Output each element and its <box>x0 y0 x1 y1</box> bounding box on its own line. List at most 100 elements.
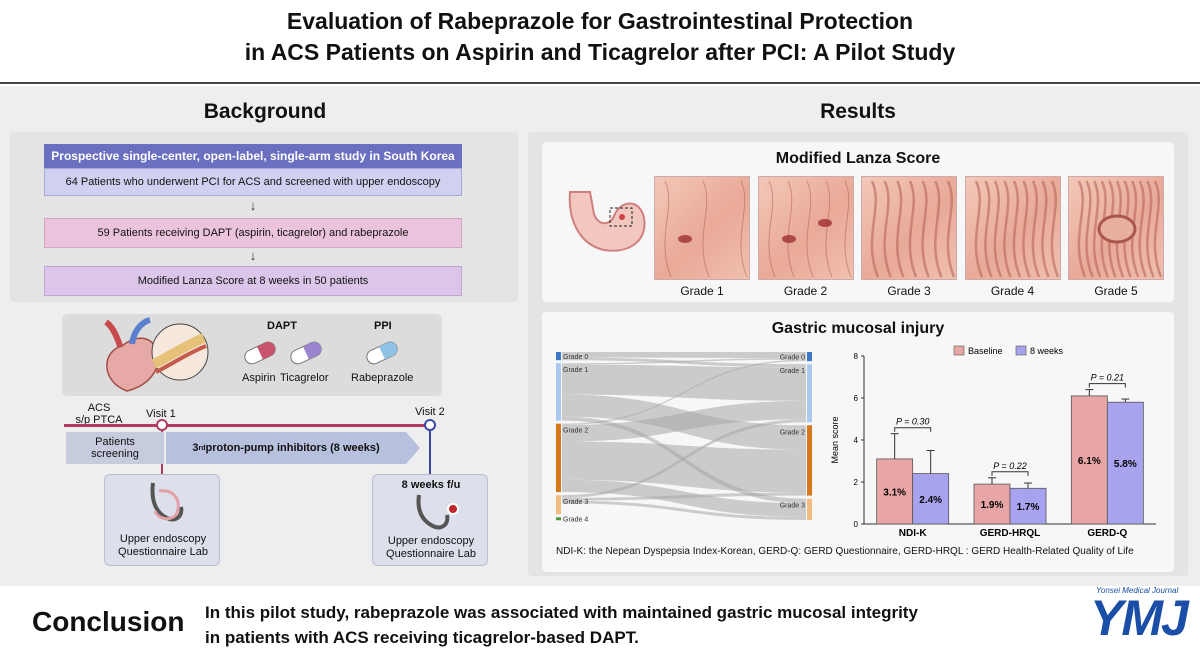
bar <box>876 458 914 525</box>
title-line-2: in ACS Patients on Aspirin and Ticagrelo… <box>244 39 956 65</box>
journal-name: Yonsei Medical Journal <box>1096 586 1179 595</box>
timeline-axis <box>64 424 430 427</box>
sankey-flow <box>562 357 806 368</box>
legend-swatch <box>953 345 965 356</box>
mucosal-fold <box>974 180 983 278</box>
mucosal-fold <box>921 180 930 278</box>
bar <box>912 473 950 525</box>
bar-data-label: 2.4% <box>919 495 942 506</box>
mucosal-fold <box>1002 180 1012 278</box>
mucosal-fold <box>1040 180 1050 278</box>
bar-data-label: 1.9% <box>981 500 1004 511</box>
injury-card: Gastric mucosal injury Grade 0 Grade 1 Gra… <box>542 312 1174 572</box>
sankey-left-label: Grade 1 <box>563 367 588 374</box>
conclusion-heading: Conclusion <box>32 606 185 637</box>
significance-bracket <box>991 471 1029 476</box>
study-flow-panel: Prospective single-center, open-label, s… <box>10 132 518 302</box>
ppi-phase-arrowhead <box>406 432 420 464</box>
mucosal-fold <box>664 180 672 278</box>
sankey-left-node <box>556 517 561 521</box>
y-tick-label: 0 <box>854 520 859 529</box>
results-heading: Results <box>820 100 896 123</box>
lanza-title: Modified Lanza Score <box>775 150 941 167</box>
category-label: NDI-K <box>899 528 928 538</box>
enrollment-box: 64 Patients who underwent PCI for ACS an… <box>44 168 462 196</box>
sankey-flow <box>562 359 806 426</box>
mucosal-fold <box>1050 180 1059 278</box>
followup-label: 8 weeks f/u <box>401 479 461 491</box>
lanza-grade-label: Grade 5 <box>1094 284 1138 298</box>
sankey-right-node <box>807 425 812 496</box>
sankey-right-label: Grade 1 <box>780 368 805 375</box>
abbreviation-note: NDI-K: the Nepean Dyspepsia Index-Korean… <box>556 546 1134 557</box>
visit2-drop <box>429 430 431 474</box>
sankey-left-label: Grade 2 <box>563 428 588 435</box>
mucosal-fold <box>908 180 918 278</box>
bar <box>1009 487 1047 525</box>
sankey-right-label: Grade 0 <box>780 355 805 362</box>
lanza-grade-image-1 <box>654 176 750 280</box>
mucosal-fold <box>843 180 851 278</box>
stomach-endoscope-lesion-icon <box>416 494 459 530</box>
erosion-spot <box>781 235 796 243</box>
mucosal-fold <box>1031 180 1040 278</box>
bar <box>1106 401 1144 525</box>
bar <box>973 483 1011 525</box>
aspirin-label: Aspirin <box>242 372 276 384</box>
mucosal-fold <box>1012 180 1021 278</box>
sankey-left-node <box>556 495 561 515</box>
mucosal-fold <box>934 180 943 278</box>
visit2-label: Visit 2 <box>415 406 445 418</box>
sankey-right-label: Grade 3 <box>780 503 805 510</box>
sankey-flow <box>562 419 806 498</box>
stomach-illustration <box>568 191 646 252</box>
lanza-grade-label: Grade 1 <box>680 284 724 298</box>
flow-arrow-1: ↓ <box>249 198 257 213</box>
y-tick-label: 6 <box>854 394 859 403</box>
mucosal-fold <box>1021 180 1031 278</box>
sankey-flow <box>562 352 806 359</box>
mucosal-fold <box>1146 180 1155 278</box>
sankey-right-node <box>807 364 812 423</box>
mucosa-texture <box>870 180 956 278</box>
mucosa-texture <box>974 180 1059 278</box>
heart-artery-illustration <box>104 317 209 392</box>
mucosal-fold <box>1153 180 1163 278</box>
sankey-left-label: Grade 4 <box>563 517 588 524</box>
y-tick-label: 8 <box>854 352 859 361</box>
sankey-left-node <box>556 352 561 361</box>
bar-data-label: 5.8% <box>1114 459 1137 470</box>
mucosal-fold <box>983 180 993 278</box>
visit2-exam-card: 8 weeks f/u Upper endoscopy Questionnair… <box>372 474 488 566</box>
acs-label: ACS s/p PTCA <box>75 402 123 426</box>
legend-label: 8 weeks <box>1030 346 1064 356</box>
rabeprazole-label: Rabeprazole <box>351 372 414 384</box>
sankey-left-node <box>556 363 561 421</box>
sankey-flow <box>562 358 806 365</box>
injury-title: Gastric mucosal injury <box>771 320 945 337</box>
mucosal-fold <box>1085 180 1094 278</box>
lanza-grade-image-5 <box>1068 176 1164 280</box>
poster-title: Evaluation of Rabeprazole for Gastrointe… <box>0 6 1200 68</box>
bar-data-label: 3.1% <box>883 487 906 498</box>
mucosal-fold <box>767 180 775 278</box>
study-design-box: Prospective single-center, open-label, s… <box>44 144 462 168</box>
mucosa-texture <box>664 180 748 278</box>
y-tick-label: 4 <box>854 436 859 445</box>
lanza-grade-image-2 <box>757 176 854 280</box>
erosion-spot <box>678 235 692 243</box>
mucosal-fold <box>993 180 1002 278</box>
mucosal-fold <box>786 180 794 278</box>
rabeprazole-capsule-icon <box>366 341 398 365</box>
mucosal-fold <box>1092 180 1102 278</box>
y-axis-label: Mean score <box>830 416 840 463</box>
drug-panel: DAPT PPI Aspirin Ticagrelor Rabeprazole <box>62 314 442 396</box>
journal-logo: YMJ <box>1090 590 1189 646</box>
mucosal-fold <box>896 180 905 278</box>
sankey-right-node <box>807 352 812 362</box>
visit2-exam-text: Upper endoscopy Questionnaire Lab <box>386 535 476 560</box>
significance-bracket <box>894 427 932 432</box>
sankey-left-node <box>556 423 561 493</box>
mucosal-fold <box>946 180 956 278</box>
